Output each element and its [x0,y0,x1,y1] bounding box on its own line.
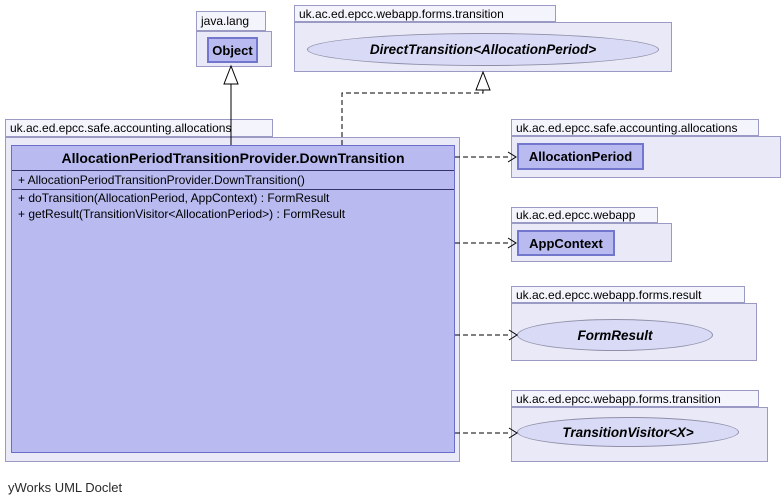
dependency-appcontext-connector [455,237,517,249]
package-tab-webapp-forms-transition-right: uk.ac.ed.epcc.webapp.forms.transition [511,390,759,407]
dependency-allocationperiod-connector [455,151,517,163]
class-title-downtransition[interactable]: AllocationPeriodTransitionProvider.DownT… [12,146,454,171]
package-tab-safe-accounting-allocations-right: uk.ac.ed.epcc.safe.accounting.allocation… [511,119,759,136]
constructor-row[interactable]: + AllocationPeriodTransitionProvider.Dow… [12,171,454,190]
method-row-getresult[interactable]: + getResult(TransitionVisitor<Allocation… [18,207,346,221]
interface-node-directtransition[interactable]: DirectTransition<AllocationPeriod> [307,33,659,66]
dependency-transitionvisitor-connector [455,427,518,439]
package-tab-webapp: uk.ac.ed.epcc.webapp [511,207,658,223]
interface-node-transitionvisitor[interactable]: TransitionVisitor<X> [517,417,739,447]
class-node-allocationperiod[interactable]: AllocationPeriod [517,143,644,170]
package-tab-java-lang: java.lang [196,11,266,31]
realization-directtransition-connector [341,70,491,145]
package-tab-webapp-forms-result: uk.ac.ed.epcc.webapp.forms.result [511,286,745,303]
dependency-formresult-connector [455,329,518,341]
class-node-appcontext[interactable]: AppContext [517,230,615,256]
package-tab-webapp-forms-transition-top: uk.ac.ed.epcc.webapp.forms.transition [294,5,556,22]
footer-credit: yWorks UML Doclet [8,480,123,495]
class-node-downtransition: AllocationPeriodTransitionProvider.DownT… [11,145,455,453]
interface-node-formresult[interactable]: FormResult [517,319,713,351]
class-node-object[interactable]: Object [207,37,258,63]
method-row-dotransition[interactable]: + doTransition(AllocationPeriod, AppCont… [18,191,330,205]
package-tab-safe-accounting-allocations-main: uk.ac.ed.epcc.safe.accounting.allocation… [5,119,273,137]
